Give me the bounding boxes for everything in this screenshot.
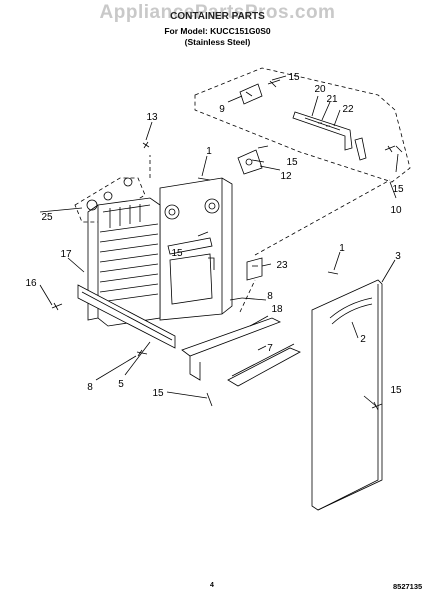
callout-15-bracket: 15 <box>286 157 298 168</box>
callout-23: 23 <box>276 260 288 271</box>
hinge-bracket <box>246 257 263 281</box>
callout-15-panel: 15 <box>171 248 183 259</box>
callout-5: 5 <box>118 379 124 390</box>
callout-1-lower: 1 <box>339 243 345 254</box>
callout-25: 25 <box>41 212 53 223</box>
group-outlines <box>74 67 411 223</box>
bottom-trim-rail <box>77 284 176 349</box>
mounting-bracket <box>237 149 263 175</box>
callout-2: 2 <box>360 334 366 345</box>
callout-15-door: 15 <box>390 385 402 396</box>
casters <box>86 177 133 211</box>
callout-7: 7 <box>267 343 273 354</box>
watermark: AppliancePartsPros.com <box>99 2 336 23</box>
callout-16: 16 <box>25 278 37 289</box>
container-basket <box>87 197 161 327</box>
callout-18: 18 <box>271 304 283 315</box>
callout-20: 20 <box>314 84 326 95</box>
callout-12: 12 <box>280 171 292 182</box>
callout-1-upper: 1 <box>206 146 212 157</box>
callout-17: 17 <box>60 249 72 260</box>
callout-10: 10 <box>390 205 402 216</box>
callout-15-right: 15 <box>392 184 404 195</box>
document-number: 8527135 <box>393 582 423 591</box>
callout-8-right: 8 <box>267 291 273 302</box>
caster-group-outline <box>74 177 146 223</box>
callout-21: 21 <box>326 94 338 105</box>
page-title: CONTAINER PARTS <box>170 11 265 22</box>
callout-22: 22 <box>342 104 354 115</box>
front-door-panel <box>311 279 383 511</box>
callout-15-top: 15 <box>288 72 300 83</box>
model-line: For Model: KUCC151G0S0 <box>164 26 271 36</box>
callout-15-bottom: 15 <box>152 388 164 399</box>
callout-labels: 13 1 1 2 3 5 7 8 8 9 10 12 15 15 15 15 1… <box>25 72 404 399</box>
drawer-front-trim <box>181 317 301 387</box>
top-bracket <box>239 79 396 161</box>
screws <box>51 141 403 411</box>
callout-leaders <box>39 75 399 407</box>
finish-line: (Stainless Steel) <box>184 37 251 47</box>
container-side-panel <box>159 177 233 321</box>
callout-8-left: 8 <box>87 382 93 393</box>
callout-3: 3 <box>395 251 401 262</box>
top-bracket-group-outline <box>194 67 411 183</box>
page-number: 4 <box>210 582 214 589</box>
leader-lines <box>149 155 391 313</box>
diagram-linework <box>39 67 411 511</box>
callout-9: 9 <box>219 104 225 115</box>
callout-13: 13 <box>146 112 158 123</box>
